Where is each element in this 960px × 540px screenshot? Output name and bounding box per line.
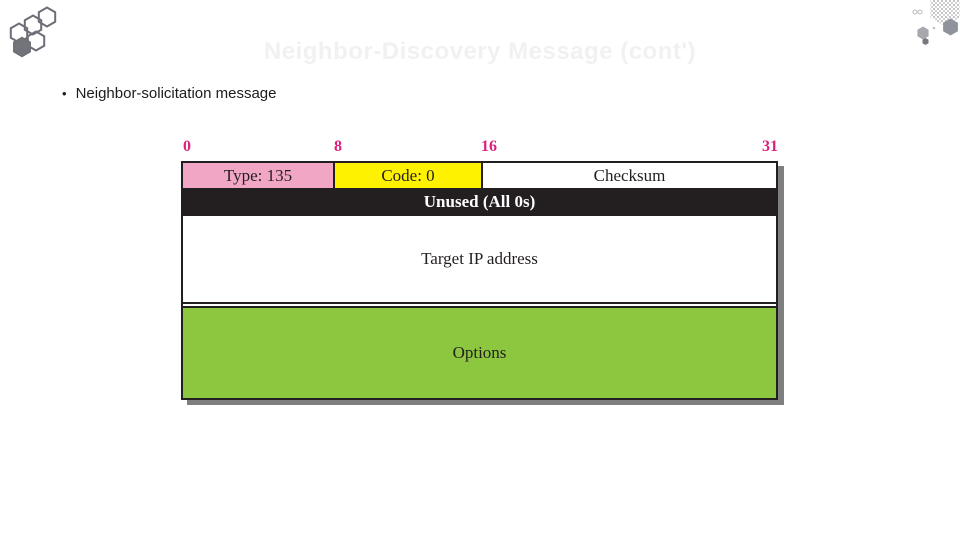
dot-icon xyxy=(912,9,918,15)
packet-diagram: 0 8 16 31 Type: 135 Code: 0 Checksum Unu… xyxy=(181,138,778,400)
bit-label-0: 0 xyxy=(183,138,191,155)
bit-scale: 0 8 16 31 xyxy=(181,138,778,161)
header-row: Type: 135 Code: 0 Checksum xyxy=(183,163,776,188)
hexagon-cluster-logo xyxy=(9,6,57,58)
type-field: Type: 135 xyxy=(183,163,335,188)
hexagon-filled-icon xyxy=(917,26,929,40)
packet-table: Type: 135 Code: 0 Checksum Unused (All 0… xyxy=(181,161,778,400)
bit-label-31: 31 xyxy=(762,138,778,155)
hexagon-filled-icon xyxy=(943,18,958,36)
row-separator xyxy=(183,304,776,306)
hexagon-outline-icon xyxy=(37,6,57,28)
hexagon-outline-icon xyxy=(26,30,46,52)
bullet-text: Neighbor-solicitation message xyxy=(75,85,277,102)
hexagon-filled-icon xyxy=(13,36,31,58)
page-title: Neighbor-Discovery Message (cont') xyxy=(263,38,697,65)
dot-icon xyxy=(917,9,923,15)
hexagon-dots-logo xyxy=(912,0,960,45)
target-ip-field: Target IP address xyxy=(183,216,776,304)
unused-field: Unused (All 0s) xyxy=(183,188,776,216)
bit-label-16: 16 xyxy=(481,138,497,155)
hexagon-filled-icon xyxy=(922,38,929,45)
bullet-marker: • xyxy=(62,86,67,101)
bullet-line: • Neighbor-solicitation message xyxy=(62,85,277,102)
code-field: Code: 0 xyxy=(335,163,483,188)
dot-icon xyxy=(932,26,936,30)
checksum-field: Checksum xyxy=(483,163,776,188)
hexagon-outline-icon xyxy=(23,14,43,36)
bit-label-8: 8 xyxy=(334,138,342,155)
dotted-hexagon-icon xyxy=(930,0,960,26)
options-field: Options xyxy=(183,306,776,398)
